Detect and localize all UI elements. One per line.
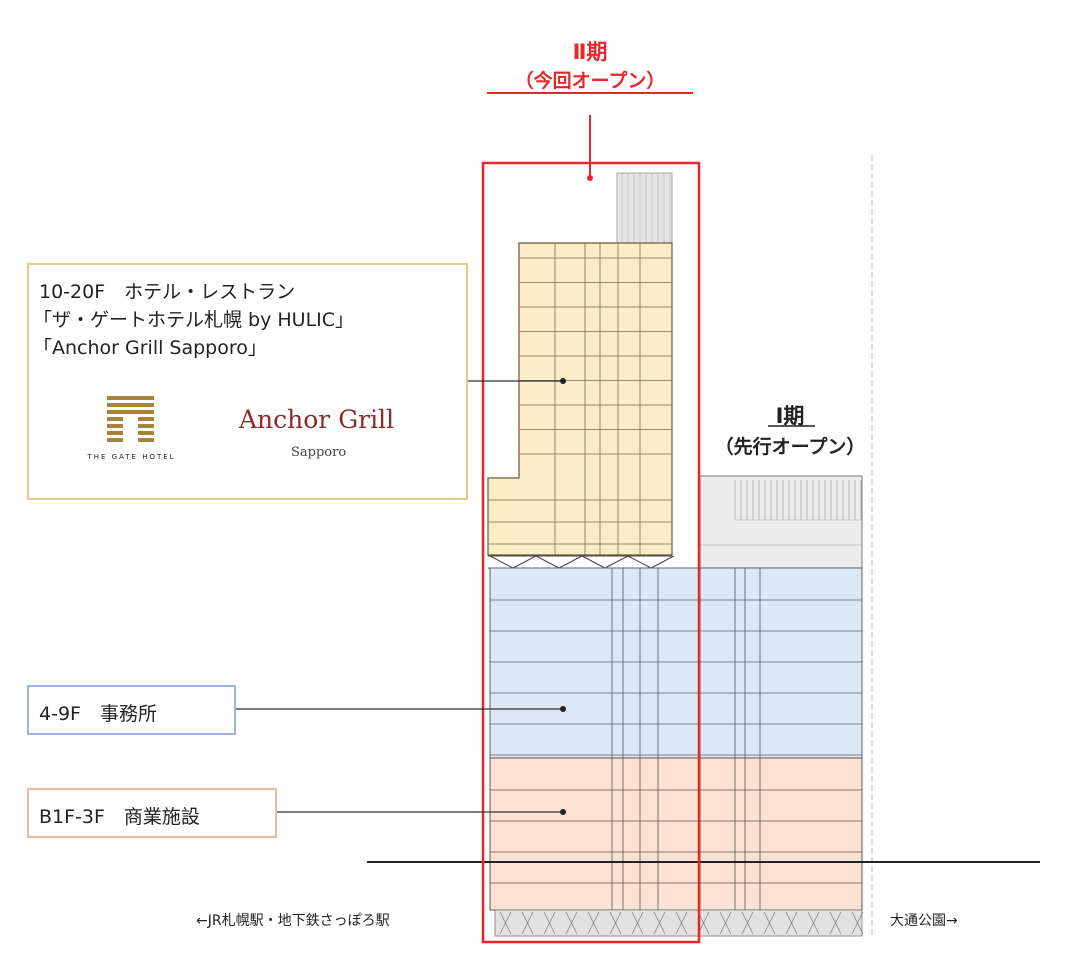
restaurant-name-label: 「Anchor Grill Sapporo」 — [33, 337, 267, 359]
phase2-title: Ⅱ期 — [572, 40, 608, 64]
pile-line — [851, 911, 864, 935]
pile-line — [565, 911, 578, 935]
pile-line — [543, 911, 556, 935]
pile-line — [521, 911, 534, 935]
retail-label-box: B1F-3F 商業施設 — [27, 788, 277, 838]
truss-member — [581, 555, 606, 569]
pile-line — [741, 911, 754, 935]
pile-line — [653, 911, 666, 935]
truss-member — [650, 555, 675, 569]
phase1-rooftop-structure — [699, 475, 863, 569]
phase1-title: Ⅰ期 — [775, 404, 805, 428]
penthouse — [616, 172, 673, 244]
anchor-grill-logo-text: Anchor Grill — [239, 405, 395, 434]
pile-line — [719, 911, 732, 935]
foundation — [494, 909, 863, 937]
hotel-floors-label: 10-20F ホテル・レストラン — [39, 281, 296, 303]
pile-line — [587, 911, 600, 935]
pile-line — [631, 911, 644, 935]
hotel-name-label: 「ザ・ゲートホテル札幌 by HULIC」 — [33, 309, 355, 331]
retail-zone — [489, 757, 863, 911]
pile-line — [807, 911, 820, 935]
truss-member — [512, 555, 537, 569]
gate-hotel-logo-text: THE GATE HOTEL — [87, 453, 176, 461]
pile-line — [829, 911, 842, 935]
office-label-box: 4-9F 事務所 — [27, 685, 236, 735]
pile-line — [675, 911, 688, 935]
gate-hotel-mark-icon — [107, 396, 154, 442]
pile-line — [609, 911, 622, 935]
office-zone — [489, 567, 863, 759]
anchor-grill-logo-subtext: Sapporo — [291, 445, 347, 460]
retail-label: B1F-3F 商業施設 — [39, 806, 200, 828]
direction-right-label: 大通公園→ — [890, 913, 958, 929]
office-label: 4-9F 事務所 — [39, 703, 157, 725]
truss-member — [535, 555, 560, 569]
direction-left-label: ←JR札幌駅・地下鉄さっぽろ駅 — [196, 913, 390, 929]
truss-member — [489, 555, 514, 569]
pile-line — [785, 911, 798, 935]
hotel-zone — [487, 242, 673, 556]
truss-member — [604, 555, 629, 569]
hotel-label-box: 10-20F ホテル・レストラン 「ザ・ゲートホテル札幌 by HULIC」 「… — [27, 263, 468, 500]
phase2-subtitle: （今回オープン） — [514, 70, 666, 92]
phase1-subtitle: （先行オープン） — [714, 436, 866, 458]
truss-member — [627, 555, 652, 569]
pile-line — [763, 911, 776, 935]
pile-line — [499, 911, 512, 935]
truss-member — [558, 555, 583, 569]
gate-hotel-logo: THE GATE HOTEL — [69, 391, 194, 481]
